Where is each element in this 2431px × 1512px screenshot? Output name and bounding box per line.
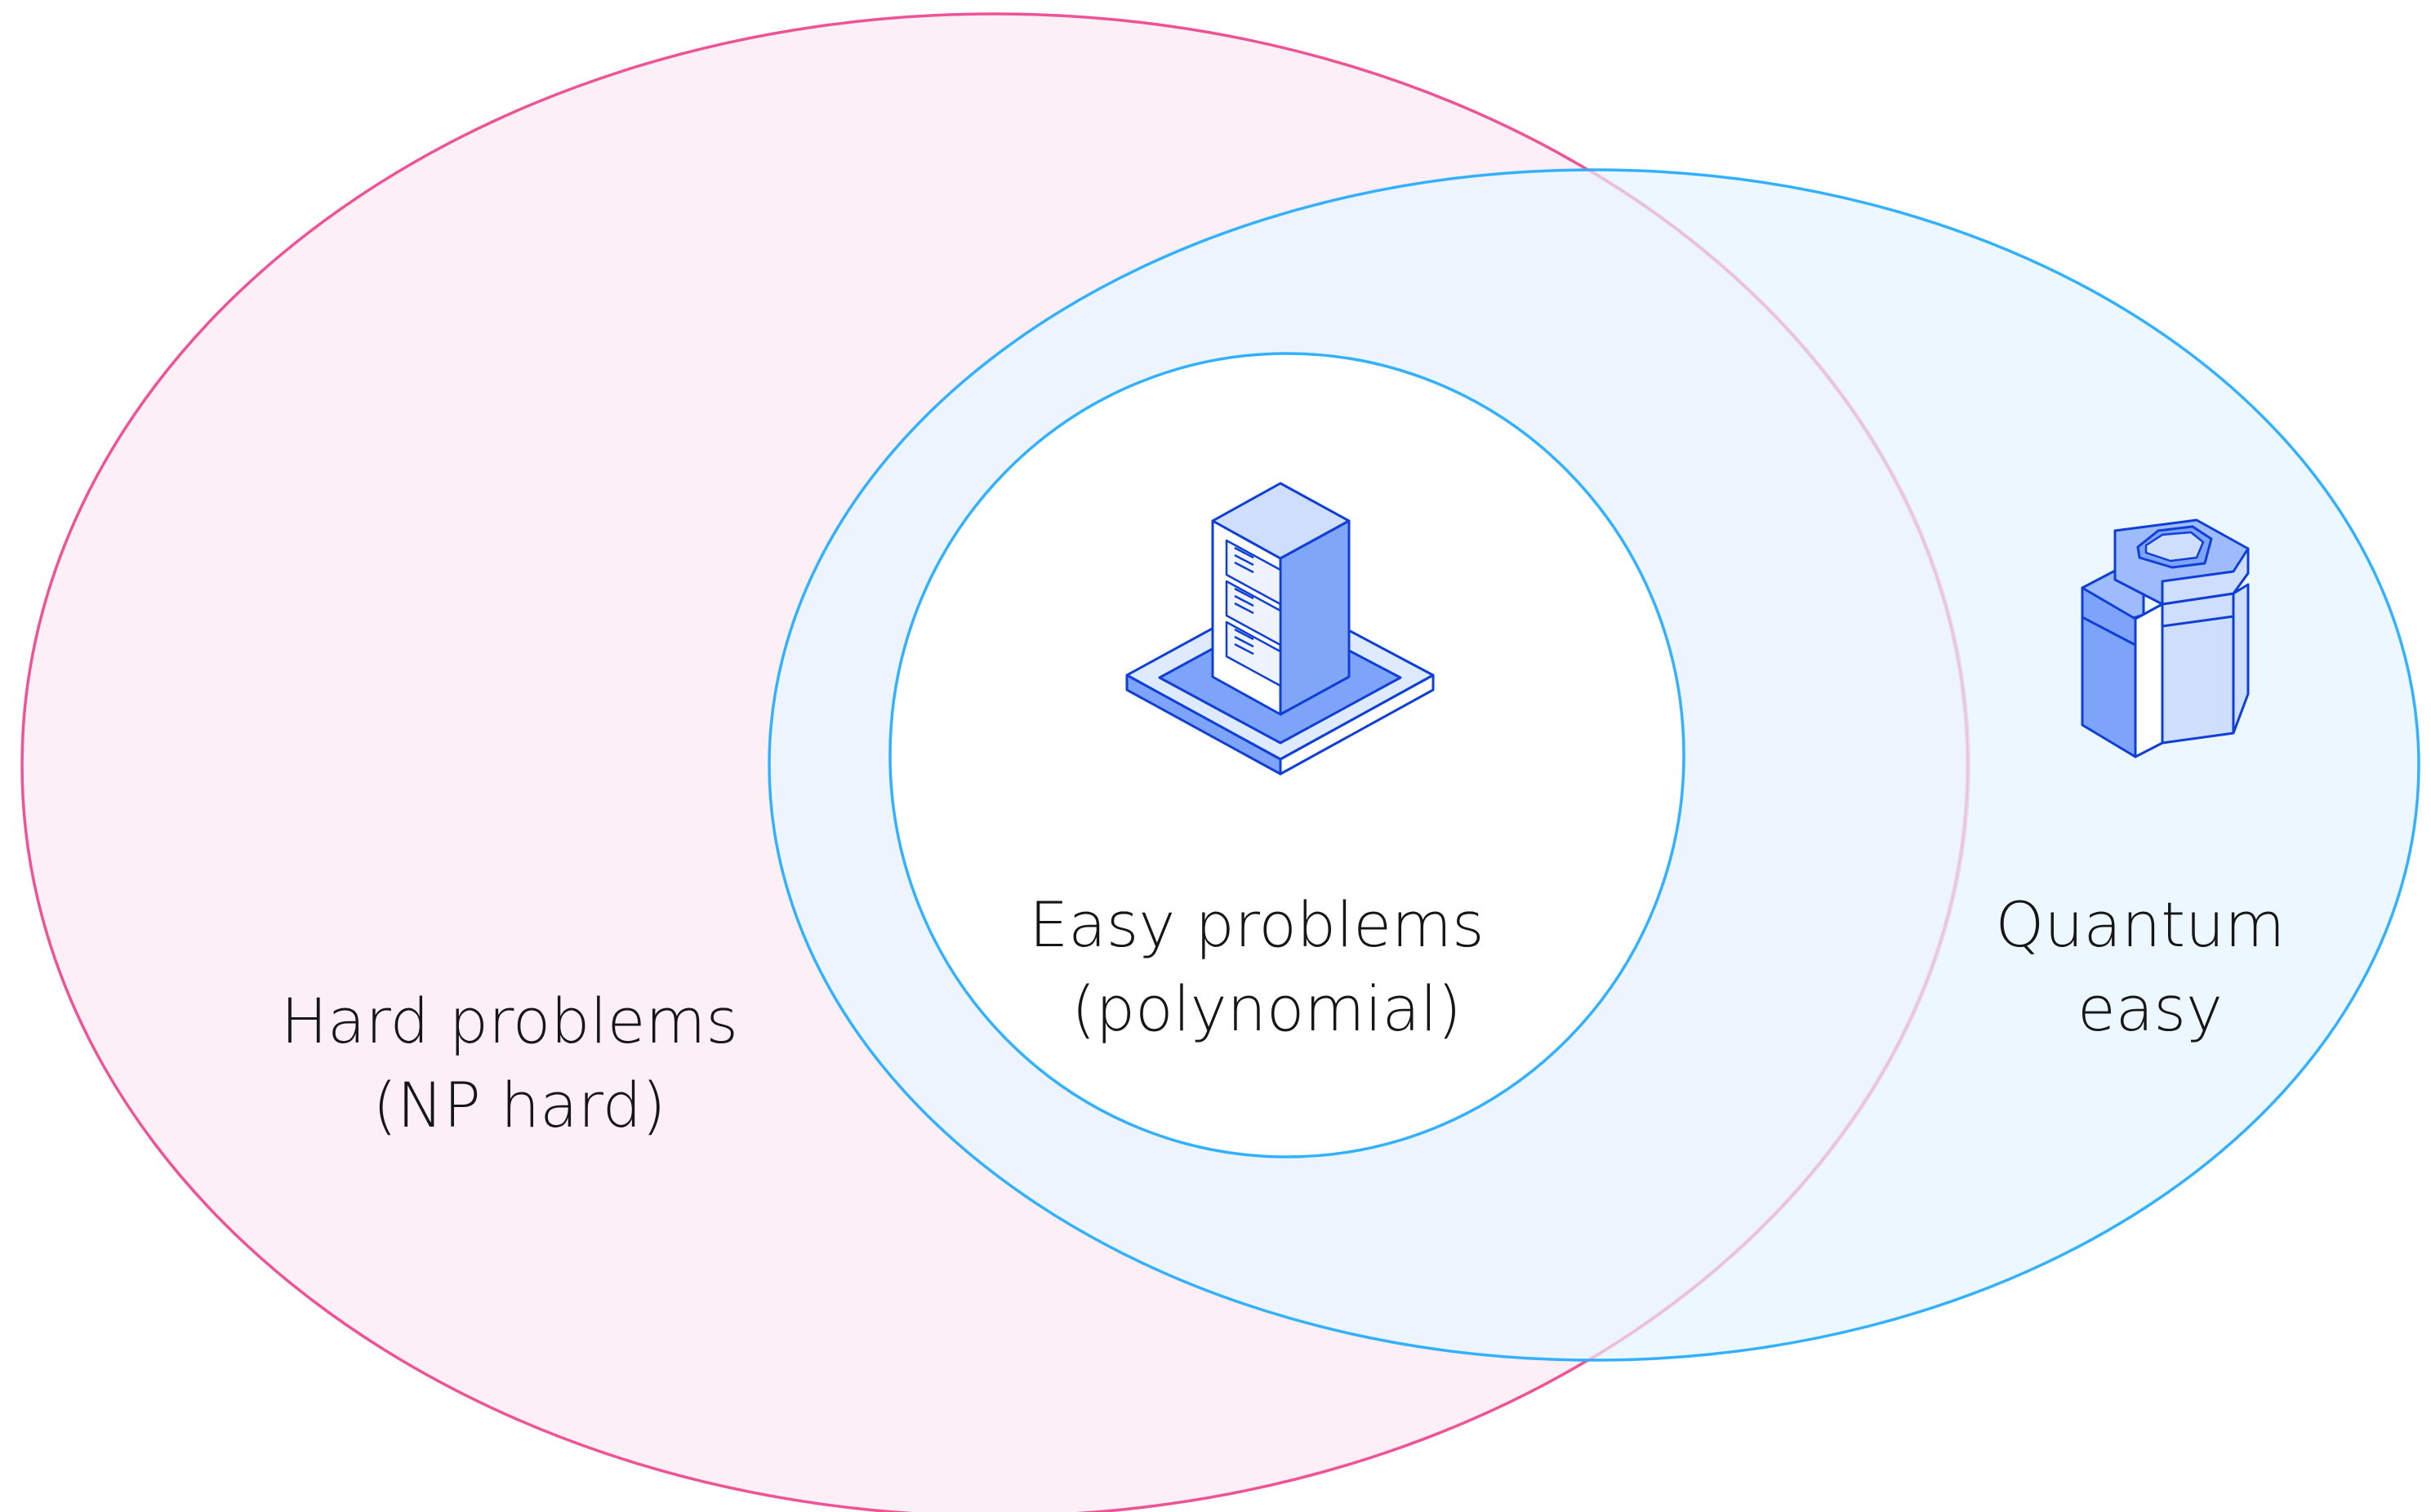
quantum-easy-label-line2: easy — [2077, 972, 2223, 1045]
hard-problems-label-line1: Hard problems — [281, 985, 738, 1057]
classical-computer-server-icon — [1125, 482, 1435, 776]
easy-problems-label-line2: (polynomial) — [1071, 972, 1462, 1045]
hard-problems-label-line2: (NP hard) — [372, 1069, 666, 1141]
quantum-computer-icon — [2081, 518, 2250, 758]
easy-problems-label: Easy problems (polynomial) — [1029, 888, 1504, 1045]
hard-problems-label: Hard problems (NP hard) — [281, 985, 758, 1141]
quantum-easy-label: Quantum easy — [1996, 888, 2305, 1045]
easy-problems-label-line1: Easy problems — [1029, 888, 1484, 961]
hard-problems-outline-faint — [1587, 167, 1970, 1363]
quantum-easy-label-line1: Quantum — [1996, 888, 2286, 961]
